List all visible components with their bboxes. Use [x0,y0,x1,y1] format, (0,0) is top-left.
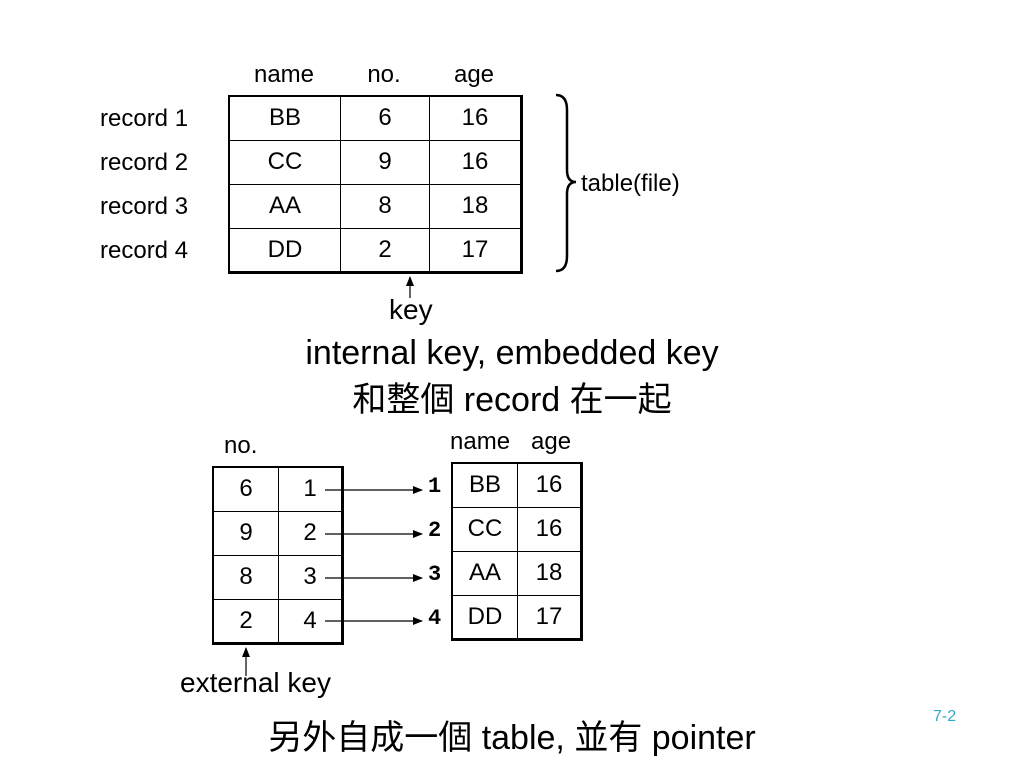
table-row: 8 3 [212,554,343,600]
brace-label: table(file) [581,170,680,197]
table-row: DD 17 [451,594,582,640]
title-internal-key: internal key, embedded key [305,334,719,372]
column-header-age: age [453,61,495,88]
table-cell: 2 [212,598,279,644]
table-cell: DD [228,227,341,273]
row-label-record-4: record 4 [100,237,189,264]
records-table: BB 6 16 CC 9 16 AA 8 18 DD 2 17 [228,95,523,274]
table-cell: AA [451,550,518,596]
table-cell: 9 [340,139,430,185]
table-cell: CC [451,506,518,552]
row-label-record-2: record 2 [100,149,189,176]
table-cell: CC [228,139,341,185]
table-cell: 16 [429,139,522,185]
bottom-caption: 另外自成一個 table, 並有 pointer [268,719,756,757]
table-cell: BB [228,95,341,141]
table-cell: 9 [212,510,279,556]
column-header-name: name [253,61,315,88]
pointer-label-3: 3 [428,562,442,587]
page-number: 7-2 [933,708,957,725]
table-cell: 16 [429,95,522,141]
table-cell: 16 [517,462,582,508]
table-row: 6 1 [212,466,343,512]
table-cell: 4 [278,598,343,644]
table-cell: 18 [429,183,522,229]
table-cell: 8 [212,554,279,600]
table-cell: 6 [212,466,279,512]
table-cell: 16 [517,506,582,552]
pointer-label-1: 1 [428,474,442,499]
external-key-label: external key [180,667,331,698]
table-cell: 17 [517,594,582,640]
data-header-age: age [531,428,572,455]
row-label-record-3: record 3 [100,193,189,220]
table-row: BB 16 [451,462,582,508]
index-header-no: no. [224,432,258,459]
table-row: AA 18 [451,550,582,596]
index-table: 6 1 9 2 8 3 2 4 [212,466,344,645]
table-cell: 8 [340,183,430,229]
table-row: CC 9 16 [228,139,522,185]
table-cell: 3 [278,554,343,600]
table-row: AA 8 18 [228,183,522,229]
table-cell: 1 [278,466,343,512]
title-chinese-line: 和整個 record 在一起 [352,381,672,419]
table-row: DD 2 17 [228,227,522,273]
pointer-label-4: 4 [428,606,442,631]
curly-brace [555,93,577,273]
table-cell: 2 [278,510,343,556]
column-header-no: no. [367,61,401,88]
pointer-label-2: 2 [428,518,442,543]
table-cell: 2 [340,227,430,273]
table-cell: 6 [340,95,430,141]
row-label-record-1: record 1 [100,105,189,132]
table-row: CC 16 [451,506,582,552]
data-header-name: name [450,428,511,455]
table-row: 2 4 [212,598,343,644]
table-row: BB 6 16 [228,95,522,141]
table-row: 9 2 [212,510,343,556]
key-label: key [389,294,433,325]
table-cell: 18 [517,550,582,596]
table-cell: 17 [429,227,522,273]
table-cell: DD [451,594,518,640]
table-cell: BB [451,462,518,508]
data-table: BB 16 CC 16 AA 18 DD 17 [451,462,583,641]
table-cell: AA [228,183,341,229]
